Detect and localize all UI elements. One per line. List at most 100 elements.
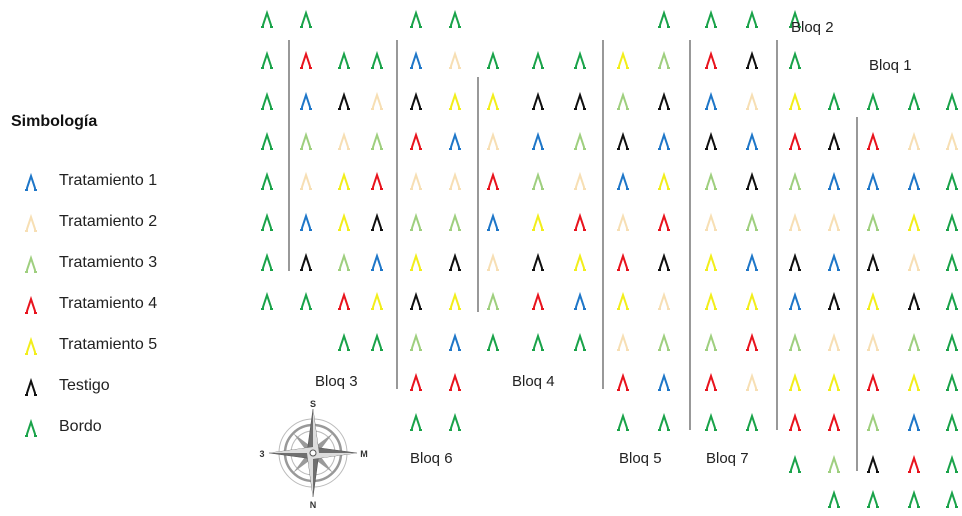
plant-marker [574, 336, 586, 350]
plant-marker [338, 175, 350, 189]
plant-marker [946, 376, 958, 390]
plant-marker [658, 376, 670, 390]
plant-marker [828, 135, 840, 149]
plant-marker [300, 135, 312, 149]
plant-marker [261, 95, 273, 109]
plant-marker [617, 256, 629, 270]
plant-marker [867, 458, 879, 472]
plant-marker [300, 256, 312, 270]
plant-marker [449, 376, 461, 390]
plant-marker [658, 54, 670, 68]
plant-marker [487, 295, 499, 309]
plant-marker [658, 295, 670, 309]
plant-marker [789, 416, 801, 430]
plant-marker [532, 95, 544, 109]
plant-marker [371, 54, 383, 68]
compass-bottom-letter: N [310, 500, 317, 510]
plant-grid [261, 13, 958, 507]
plant-marker [574, 135, 586, 149]
plant-marker [261, 295, 273, 309]
compass-rose-icon: S N M 3 [259, 399, 367, 510]
plant-marker [828, 295, 840, 309]
plant-marker [300, 95, 312, 109]
plant-marker [908, 256, 920, 270]
plant-marker [410, 336, 422, 350]
plant-marker [532, 336, 544, 350]
plant-marker [828, 458, 840, 472]
plant-marker [300, 175, 312, 189]
plant-marker [617, 175, 629, 189]
plant-marker [261, 54, 273, 68]
plant-marker [705, 216, 717, 230]
plant-marker [658, 175, 670, 189]
plant-marker [574, 256, 586, 270]
plant-marker [617, 54, 629, 68]
plant-marker [908, 175, 920, 189]
plant-marker [371, 336, 383, 350]
plant-marker [449, 175, 461, 189]
plant-marker [617, 376, 629, 390]
plant-marker [658, 216, 670, 230]
plant-marker [946, 216, 958, 230]
plant-marker [261, 216, 273, 230]
plant-marker [574, 54, 586, 68]
plant-marker [371, 135, 383, 149]
plant-marker [338, 54, 350, 68]
plant-marker [746, 256, 758, 270]
plant-marker [908, 135, 920, 149]
plant-marker [487, 256, 499, 270]
plant-marker [946, 416, 958, 430]
plant-marker [410, 95, 422, 109]
plant-marker [867, 216, 879, 230]
plant-marker [487, 175, 499, 189]
plant-marker [658, 13, 670, 27]
plant-marker [746, 13, 758, 27]
plant-marker [261, 256, 273, 270]
compass-left-letter: 3 [259, 449, 264, 459]
plant-marker [658, 416, 670, 430]
plant-marker [867, 175, 879, 189]
plant-marker [658, 336, 670, 350]
plant-marker [946, 295, 958, 309]
plant-marker [746, 336, 758, 350]
plant-marker [532, 256, 544, 270]
plant-marker [487, 216, 499, 230]
plant-marker [705, 95, 717, 109]
plant-marker [828, 493, 840, 507]
block-label-bloq6: Bloq 6 [410, 450, 453, 467]
plant-marker [867, 95, 879, 109]
plant-marker [789, 135, 801, 149]
plant-marker [617, 336, 629, 350]
plant-marker [410, 175, 422, 189]
plant-marker [746, 135, 758, 149]
block-label-bloq3: Bloq 3 [315, 373, 358, 390]
plant-marker [789, 295, 801, 309]
plant-marker [828, 416, 840, 430]
plant-marker [338, 216, 350, 230]
plant-marker [867, 376, 879, 390]
block-label-bloq1: Bloq 1 [869, 57, 912, 74]
plant-marker [828, 175, 840, 189]
plant-marker [338, 336, 350, 350]
plant-marker [410, 54, 422, 68]
plant-marker [746, 175, 758, 189]
plant-marker [746, 295, 758, 309]
plant-marker [449, 336, 461, 350]
plant-marker [867, 416, 879, 430]
plant-marker [789, 336, 801, 350]
plant-marker [746, 416, 758, 430]
plant-marker [828, 336, 840, 350]
plant-marker [487, 336, 499, 350]
plant-marker [705, 175, 717, 189]
compass-right-letter: M [360, 449, 368, 459]
plant-marker [789, 95, 801, 109]
plant-marker [487, 135, 499, 149]
plant-marker [946, 95, 958, 109]
plant-marker [300, 13, 312, 27]
plant-marker [261, 13, 273, 27]
plant-marker [867, 336, 879, 350]
plant-marker [574, 175, 586, 189]
plant-marker [867, 295, 879, 309]
plant-marker [532, 135, 544, 149]
plant-marker [574, 295, 586, 309]
